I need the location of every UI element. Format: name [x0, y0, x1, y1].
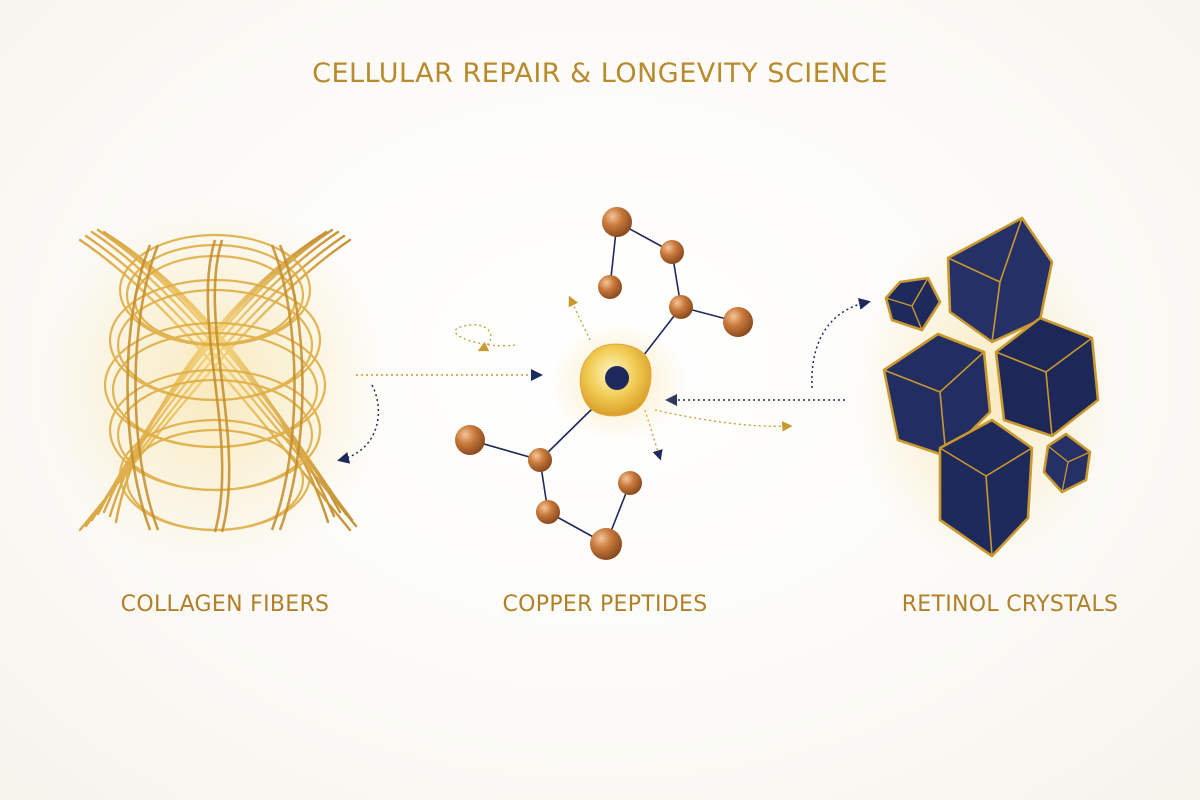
copper-peptide-molecule-icon	[455, 207, 753, 560]
retinol-crystals-icon	[855, 216, 1115, 565]
collagen-fibers-label: COLLAGEN FIBERS	[120, 592, 330, 617]
collagen-fibers-icon	[40, 200, 390, 570]
retinol-crystals-label: RETINOL CRYSTALS	[901, 592, 1119, 617]
copper-peptides-label: COPPER PEPTIDES	[502, 592, 708, 617]
diagram-title: CELLULAR REPAIR & LONGEVITY SCIENCE	[312, 58, 888, 89]
